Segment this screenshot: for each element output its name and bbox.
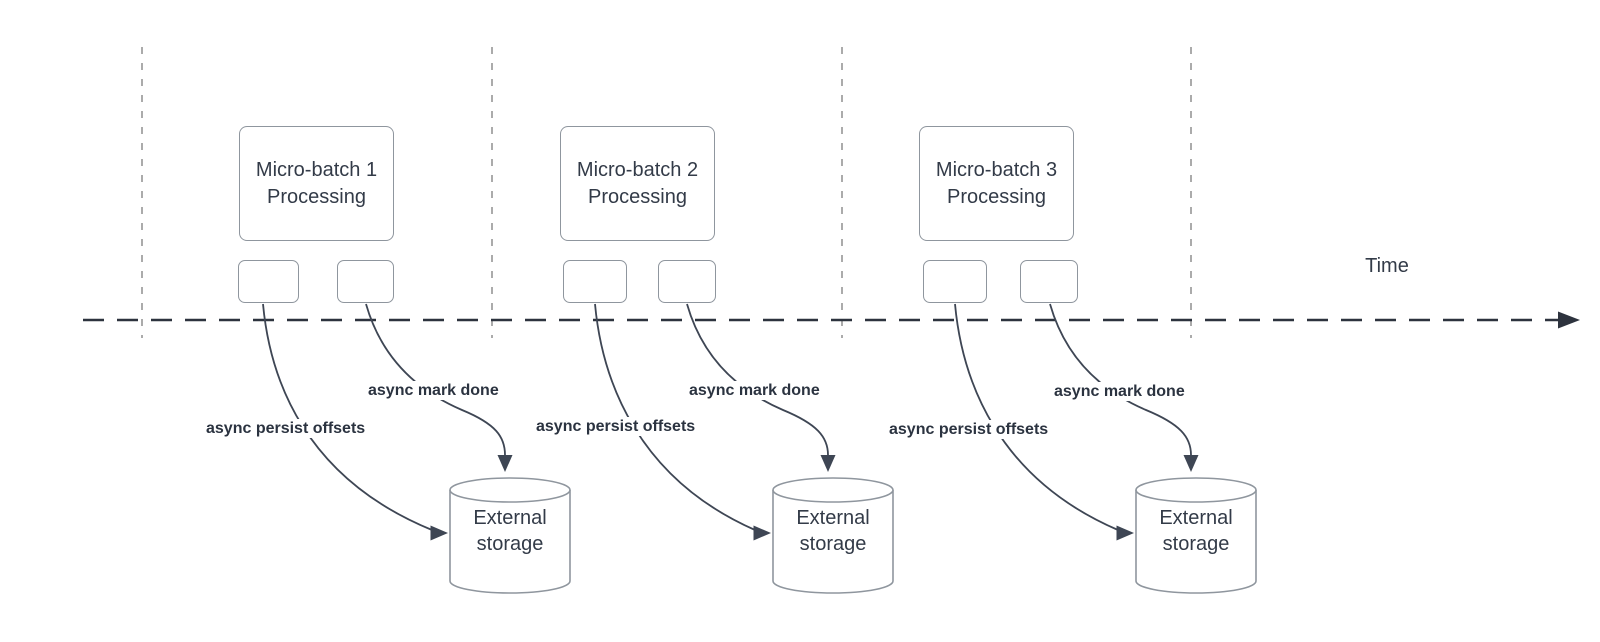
- persist-offsets-label: async persist offsets: [535, 417, 697, 436]
- mark-done-label: async mark done: [367, 381, 500, 400]
- micro-batch-2-task-box: [563, 260, 627, 303]
- storage-label: External storage: [473, 507, 547, 555]
- mark-done-arrow: [1049, 303, 1192, 456]
- timeline-arrowhead-icon: [1558, 311, 1580, 329]
- micro-batch-3-task-box: [1020, 260, 1078, 303]
- persist-offsets-arrow: [262, 303, 433, 531]
- persist-offsets-label: async persist offsets: [205, 419, 367, 438]
- micro-batch-1-task-box: [337, 260, 394, 303]
- micro-batch-1-task-box: [238, 260, 299, 303]
- mark-done-arrowhead-icon: [820, 455, 836, 472]
- micro-batch-3-box: Micro-batch 3 Processing: [919, 126, 1074, 241]
- mark-done-arrow: [365, 303, 506, 456]
- storage-label: External storage: [796, 507, 870, 555]
- persist-offsets-arrowhead-icon: [1116, 525, 1134, 541]
- micro-batch-1-box: Micro-batch 1 Processing: [239, 126, 394, 241]
- mark-done-arrowhead-icon: [497, 455, 513, 472]
- storage-cylinder: [449, 477, 571, 594]
- storage-cylinder: [1135, 477, 1257, 594]
- persist-offsets-arrowhead-icon: [753, 525, 771, 541]
- persist-offsets-arrow: [954, 303, 1119, 531]
- mark-done-label: async mark done: [688, 381, 821, 400]
- persist-offsets-arrowhead-icon: [430, 525, 448, 541]
- time-label: Time: [1365, 255, 1409, 277]
- storage-label: External storage: [1159, 507, 1233, 555]
- mark-done-arrowhead-icon: [1183, 455, 1199, 472]
- persist-offsets-label: async persist offsets: [888, 420, 1050, 439]
- micro-batch-2-box: Micro-batch 2 Processing: [560, 126, 715, 241]
- mark-done-arrow: [686, 303, 829, 456]
- mark-done-label: async mark done: [1053, 382, 1186, 401]
- storage-cylinder: [772, 477, 894, 594]
- micro-batch-2-task-box: [658, 260, 716, 303]
- micro-batch-3-task-box: [923, 260, 987, 303]
